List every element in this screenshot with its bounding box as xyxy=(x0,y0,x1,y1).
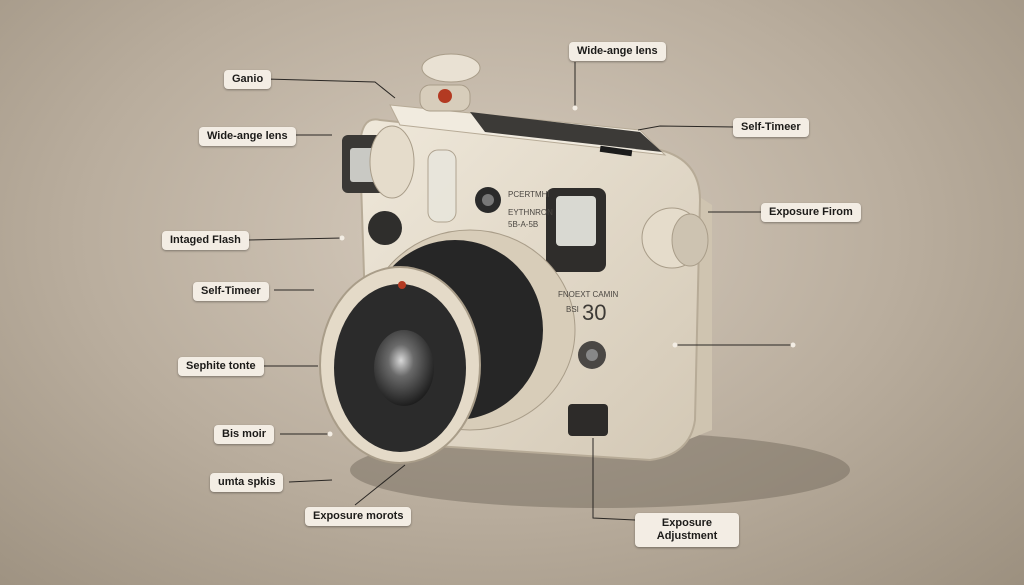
callout-wide-angle-lens-left: Wide-ange lens xyxy=(199,127,296,146)
callout-exposure-from: Exposure Firom xyxy=(761,203,861,222)
leader-dots xyxy=(327,105,796,437)
lens-red-dot xyxy=(398,281,406,289)
camera-shadow xyxy=(350,432,850,508)
exposure-switch xyxy=(568,404,608,436)
callout-self-timer-left: Self-Timeer xyxy=(193,282,269,301)
callout-self-timer-right: Self-Timeer xyxy=(733,118,809,137)
callout-wide-angle-lens-top: Wide-ange lens xyxy=(569,42,666,61)
callout-exposure-adjustment: Exposure Adjustment xyxy=(635,513,739,547)
sensor xyxy=(482,194,494,206)
front-label-2: EYTHNRON xyxy=(508,208,553,217)
viewfinder-ring xyxy=(369,125,415,199)
callout-sephite-tonte: Sephite tonte xyxy=(178,357,264,376)
shutter-red-dot xyxy=(438,89,452,103)
callout-intaged-flash: Intaged Flash xyxy=(162,231,249,250)
side-label-1: FNOEXT CAMIN xyxy=(558,290,619,299)
right-knob-face xyxy=(671,213,709,267)
top-dark-panel xyxy=(470,112,662,152)
top-slot xyxy=(599,145,633,157)
side-label-2: BSI xyxy=(566,305,579,314)
leader-lines xyxy=(246,62,793,521)
right-window-glass xyxy=(556,196,596,246)
lens-front-glass xyxy=(374,330,434,406)
callout-umta-spkis: umta spkis xyxy=(210,473,284,492)
callout-bis-moir: Bis moir xyxy=(214,425,275,444)
exposure-dial-center xyxy=(586,349,598,361)
front-label-3: 5B-A-5B xyxy=(508,220,539,229)
callout-exposure-morots: Exposure morots xyxy=(305,507,412,526)
side-number: 30 xyxy=(582,300,607,325)
flash-unit xyxy=(427,149,457,223)
callout-ganio: Ganio xyxy=(224,70,272,89)
front-label-1: PCERTMHI xyxy=(508,190,550,199)
shutter-button xyxy=(421,53,481,83)
side-button xyxy=(368,211,402,245)
